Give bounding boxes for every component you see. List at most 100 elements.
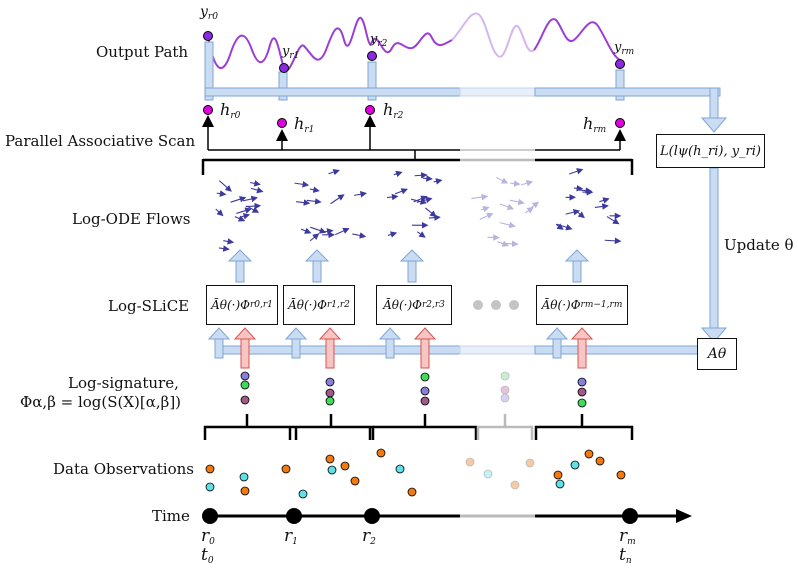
flow-arrow bbox=[576, 211, 585, 219]
flow-arrow bbox=[218, 180, 232, 192]
hidden-label-r2: hr2 bbox=[383, 100, 404, 121]
output-label-r0: yr0 bbox=[200, 4, 218, 22]
hidden-label-r1: hr1 bbox=[294, 114, 315, 135]
flow-arrow bbox=[479, 212, 494, 220]
flow-arrow bbox=[328, 168, 340, 176]
output-label-r1: yr1 bbox=[282, 44, 300, 61]
update-theta-arrow bbox=[700, 167, 728, 343]
flow-arrow bbox=[414, 172, 428, 179]
flow-arrow bbox=[497, 240, 509, 247]
flow-arrow bbox=[471, 193, 489, 201]
row-label-parallel-scan: Parallel Associative Scan bbox=[5, 132, 196, 150]
flow-arrow bbox=[242, 195, 258, 203]
output-dot-r2 bbox=[367, 51, 377, 61]
flow-arrow bbox=[555, 223, 564, 230]
output-path-curve-faded bbox=[451, 12, 535, 58]
time-axis bbox=[202, 508, 692, 524]
flow-arrow bbox=[599, 197, 610, 204]
time-label-r2: r2 bbox=[362, 526, 376, 547]
output-path-curve-end bbox=[533, 18, 621, 61]
flow-arrow bbox=[223, 238, 235, 245]
slice-to-flow-arrows bbox=[227, 249, 590, 283]
flow-arrow bbox=[250, 186, 264, 194]
hidden-dot-r2 bbox=[365, 105, 375, 115]
hidden-dot-rm bbox=[615, 118, 625, 128]
flow-arrow bbox=[234, 215, 246, 222]
hidden-label-r0: hr0 bbox=[220, 100, 241, 121]
flow-arrow bbox=[565, 208, 581, 216]
row-label-log-slice: Log-SLiCE bbox=[108, 297, 190, 315]
flow-arrow bbox=[524, 207, 534, 214]
output-dot-r0 bbox=[203, 31, 213, 41]
flow-arrow bbox=[330, 194, 345, 205]
flow-arrow bbox=[309, 186, 320, 193]
flow-arrow bbox=[216, 190, 227, 197]
a-theta-box: Aθ bbox=[697, 338, 737, 370]
flow-arrow bbox=[520, 180, 534, 187]
flow-arrow bbox=[428, 214, 441, 221]
flow-arrow bbox=[509, 198, 525, 206]
flow-arrow bbox=[236, 207, 252, 214]
flow-arrow bbox=[502, 240, 519, 248]
flow-arrow bbox=[594, 203, 609, 210]
flow-arrow bbox=[387, 231, 398, 238]
flow-arrow bbox=[215, 208, 224, 217]
flow-arrow bbox=[394, 188, 408, 195]
row-label-log-signature-formula: Φα,β = log(S(X)[α,β]) bbox=[20, 393, 182, 411]
flow-arrow bbox=[606, 216, 620, 225]
flow-arrow bbox=[433, 178, 443, 185]
flow-arrow bbox=[335, 227, 350, 236]
loss-box: L(lψ(h_ri), y_ri) bbox=[656, 134, 765, 168]
flow-arrow bbox=[410, 198, 427, 205]
flow-arrow bbox=[310, 226, 327, 234]
time-label-t0: t0 bbox=[201, 545, 214, 566]
row-label-data-observations: Data Observations bbox=[53, 460, 194, 478]
output-label-rm: yrm bbox=[614, 40, 635, 57]
signature-arrows bbox=[233, 327, 594, 369]
update-theta-label: Update θ bbox=[724, 236, 794, 254]
flow-arrow bbox=[529, 201, 540, 210]
scan-arrows bbox=[201, 115, 634, 175]
flow-arrow bbox=[573, 184, 584, 192]
flow-arrow bbox=[300, 227, 312, 234]
ellipsis-dots bbox=[473, 300, 519, 310]
hidden-dot-r0 bbox=[203, 105, 213, 115]
row-label-time: Time bbox=[152, 507, 190, 525]
output-path-curve bbox=[207, 16, 453, 72]
flow-arrow bbox=[495, 176, 509, 184]
flow-arrow bbox=[556, 223, 573, 231]
flow-arrow bbox=[416, 196, 433, 204]
output-label-r2: yr2 bbox=[370, 32, 388, 49]
flow-arrow bbox=[246, 205, 260, 213]
flow-arrow bbox=[425, 207, 437, 218]
flow-arrow bbox=[294, 181, 310, 188]
flow-arrow bbox=[499, 203, 515, 210]
time-label-tn: tn bbox=[619, 545, 632, 566]
flow-arrow bbox=[499, 221, 516, 229]
log-ode-flow-field bbox=[215, 168, 622, 252]
flow-arrow bbox=[422, 175, 433, 182]
flow-arrow bbox=[230, 196, 247, 203]
a-theta-feed bbox=[207, 327, 699, 359]
flow-arrow bbox=[510, 180, 521, 187]
hidden-dot-r1 bbox=[277, 118, 287, 128]
signature-dots bbox=[240, 371, 587, 408]
flow-arrow bbox=[309, 233, 320, 242]
flow-arrow bbox=[568, 168, 584, 175]
flow-arrow bbox=[239, 213, 251, 220]
flow-arrow bbox=[393, 170, 403, 178]
output-dot-r1 bbox=[279, 63, 289, 73]
output-dot-rm bbox=[615, 59, 625, 69]
time-label-r1: r1 bbox=[284, 526, 298, 547]
row-label-log-signature: Log-signature, bbox=[68, 374, 179, 392]
output-bus bbox=[204, 41, 728, 133]
flow-arrow bbox=[604, 237, 622, 245]
flow-arrow bbox=[387, 193, 399, 201]
flow-arrow bbox=[417, 231, 426, 238]
flow-arrow bbox=[295, 199, 311, 206]
